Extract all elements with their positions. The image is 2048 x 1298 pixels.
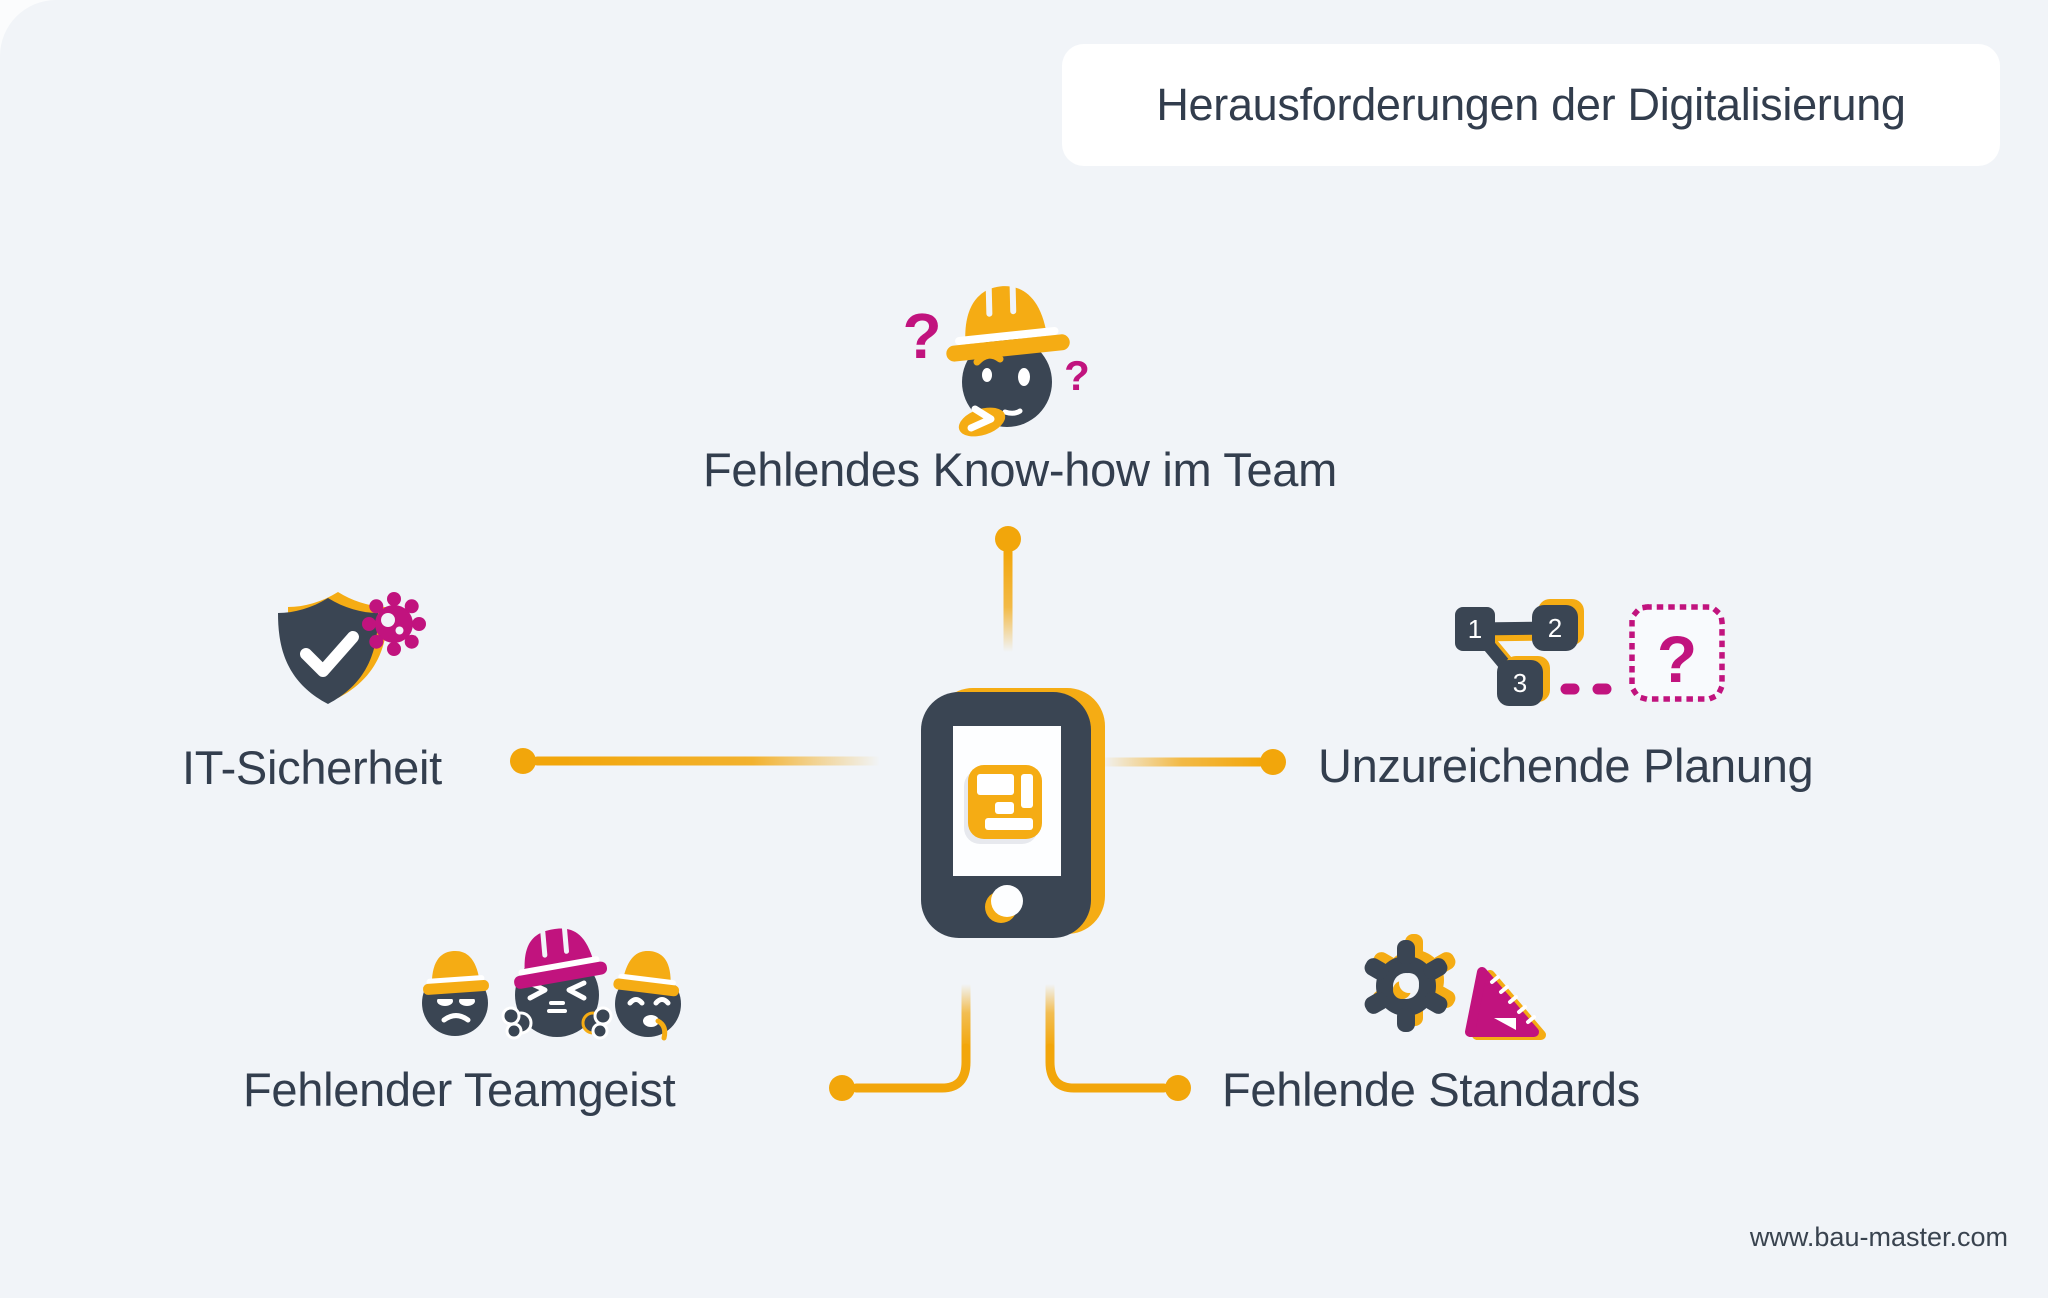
standards-tools-icon xyxy=(1364,934,1546,1040)
virus-gear-icon xyxy=(362,592,426,656)
connector-bottom-right xyxy=(1045,1043,1169,1093)
label-planning: Unzureichende Planung xyxy=(1318,739,1814,792)
website-url: www.bau-master.com xyxy=(1749,1222,2008,1252)
question-mark-icon: ? xyxy=(1657,622,1697,696)
team-emotions-icon xyxy=(422,925,681,1041)
connector-bottom-left xyxy=(851,1043,971,1093)
node-2-label: 2 xyxy=(1548,613,1562,643)
label-know-how: Fehlendes Know-how im Team xyxy=(703,443,1337,496)
connector-dots xyxy=(510,526,1286,1101)
label-it-security: IT-Sicherheit xyxy=(182,741,442,794)
unknown-step-box xyxy=(1629,604,1725,702)
bau-master-app-icon xyxy=(964,765,1042,844)
smartphone-icon xyxy=(921,688,1105,938)
title-card: Herausforderungen der Digitalisierung xyxy=(1062,44,2000,166)
set-square-icon xyxy=(1465,967,1546,1040)
security-shield-icon xyxy=(278,592,426,704)
node-1-label: 1 xyxy=(1468,614,1482,644)
page-title: Herausforderungen der Digitalisierung xyxy=(1156,79,1906,130)
node-3-label: 3 xyxy=(1513,668,1527,698)
label-standards: Fehlende Standards xyxy=(1222,1063,1640,1116)
question-mark-icon: ? xyxy=(902,300,941,372)
label-team-spirit: Fehlender Teamgeist xyxy=(243,1063,676,1116)
planning-flowchart-icon: 1 2 3 ? xyxy=(1455,599,1725,706)
question-mark-icon-small: ? xyxy=(1064,352,1090,399)
thinking-face-hardhat-icon: ? ? xyxy=(902,283,1090,437)
gear-icon xyxy=(1364,934,1456,1032)
